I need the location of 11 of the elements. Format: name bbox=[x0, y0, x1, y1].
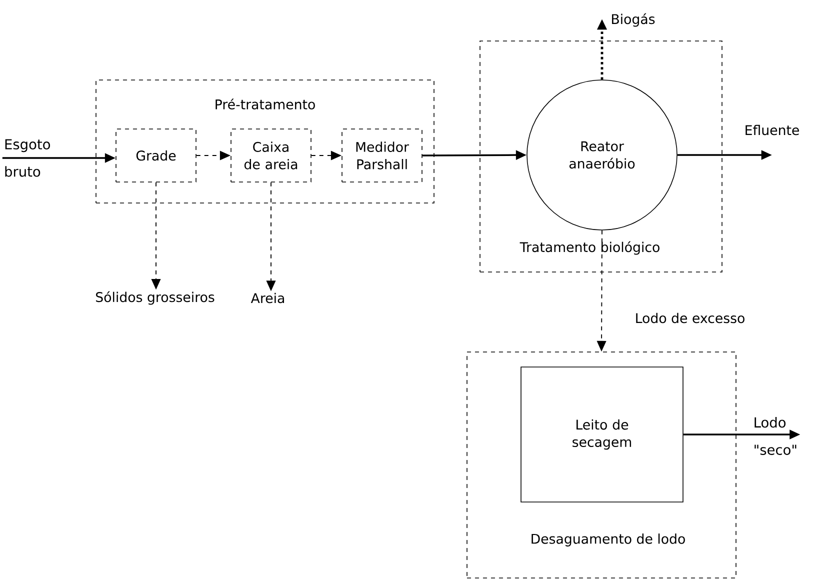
process-box: Grade bbox=[116, 128, 196, 182]
flow-label: Lodo "seco" bbox=[754, 417, 796, 455]
process-box: Caixa de areia bbox=[230, 128, 312, 182]
flow-label: Sólidos grosseiros bbox=[96, 291, 214, 305]
process-box: Medidor Parshall bbox=[342, 128, 422, 182]
flow-label: Areia bbox=[250, 292, 284, 304]
edge-label: Lodo de excesso bbox=[634, 312, 746, 324]
process-box: Leito de secagem bbox=[520, 366, 684, 502]
flow-label: Biogás bbox=[612, 13, 655, 27]
flow-label: Esgoto bruto bbox=[5, 139, 50, 177]
flow-label: Efluente bbox=[746, 124, 799, 136]
